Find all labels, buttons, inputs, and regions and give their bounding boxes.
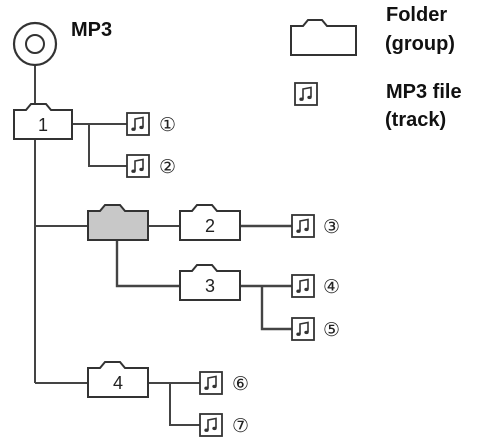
music-file-icon [126,112,150,136]
tree-connectors [34,66,292,426]
folder-4: 4 [87,361,149,398]
track-7: ⑦ [199,413,249,437]
music-file-icon [199,413,223,437]
folder-icon [87,204,149,241]
legend-folder-icon [290,19,357,56]
track-number: ③ [323,216,340,238]
folder-label: 1 [38,115,48,135]
folder-icon [179,264,241,301]
legend-folder-line1: Folder [386,4,447,26]
track-6: ⑥ [199,371,249,395]
legend-music-file-icon [294,82,318,106]
track-number: ② [159,156,176,178]
folder-label: 3 [205,276,215,296]
connector-folder4-tracks [148,382,200,426]
music-file-icon [126,154,150,178]
track-3: ③ [291,214,340,238]
legend-file-line2: (track) [385,109,446,131]
cd-disc-icon [12,21,58,67]
track-number: ⑦ [232,415,249,437]
track-number: ① [159,114,176,136]
track-5: ⑤ [291,317,340,341]
track-number: ⑥ [232,373,249,395]
track-number: ⑤ [323,319,340,341]
music-file-icon [291,274,315,298]
folder-unnamed [87,204,149,241]
diagram-title: MP3 [71,19,112,41]
connector-folder1-tracks [72,123,127,167]
folder-3: 3 [179,264,241,301]
track-2: ② [126,154,176,178]
legend: Folder (group) MP3 file (track) [290,4,462,131]
folder-2: 2 [179,204,241,241]
legend-file-line1: MP3 file [386,81,462,103]
folder-icon [179,204,241,241]
legend-folder-line2: (group) [385,33,455,55]
music-file-icon [199,371,223,395]
folder-label: 2 [205,216,215,236]
connector-folder3-tracks [240,284,292,331]
music-file-icon [291,214,315,238]
folder-label: 4 [113,373,123,393]
track-1: ① [126,112,176,136]
connector-unnamed-to-folder3 [115,240,180,288]
track-number: ④ [323,276,340,298]
folder-icon [13,103,73,140]
folder-icon [87,361,149,398]
music-file-icon [291,317,315,341]
folder-1: 1 [13,103,73,140]
track-4: ④ [291,274,340,298]
